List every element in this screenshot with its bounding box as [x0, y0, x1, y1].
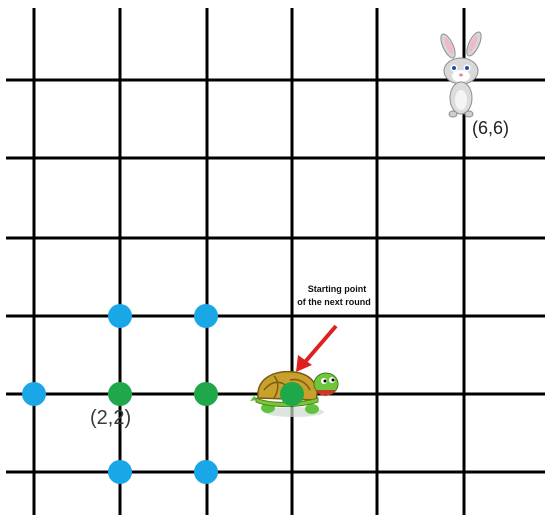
callout-text: Starting point of the next round [297, 284, 371, 307]
point-label-2-2: (2,2) [90, 407, 131, 429]
point-label-6-6: (6,6) [472, 118, 509, 138]
dot-3-2 [280, 382, 304, 406]
dot-1-2 [108, 382, 132, 406]
dot-0-2 [22, 382, 46, 406]
grid-dots [22, 304, 304, 484]
dot-2-1 [194, 460, 218, 484]
dot-2-3 [194, 304, 218, 328]
callout-line-2: of the next round [297, 297, 371, 307]
dot-1-1 [108, 460, 132, 484]
dot-1-3 [108, 304, 132, 328]
arrow-shaft [303, 324, 338, 364]
rabbit-icon [440, 31, 482, 118]
dot-2-2 [194, 382, 218, 406]
callout-arrow [296, 324, 338, 372]
callout-line-1: Starting point [308, 284, 367, 294]
arrow-head [296, 355, 312, 372]
